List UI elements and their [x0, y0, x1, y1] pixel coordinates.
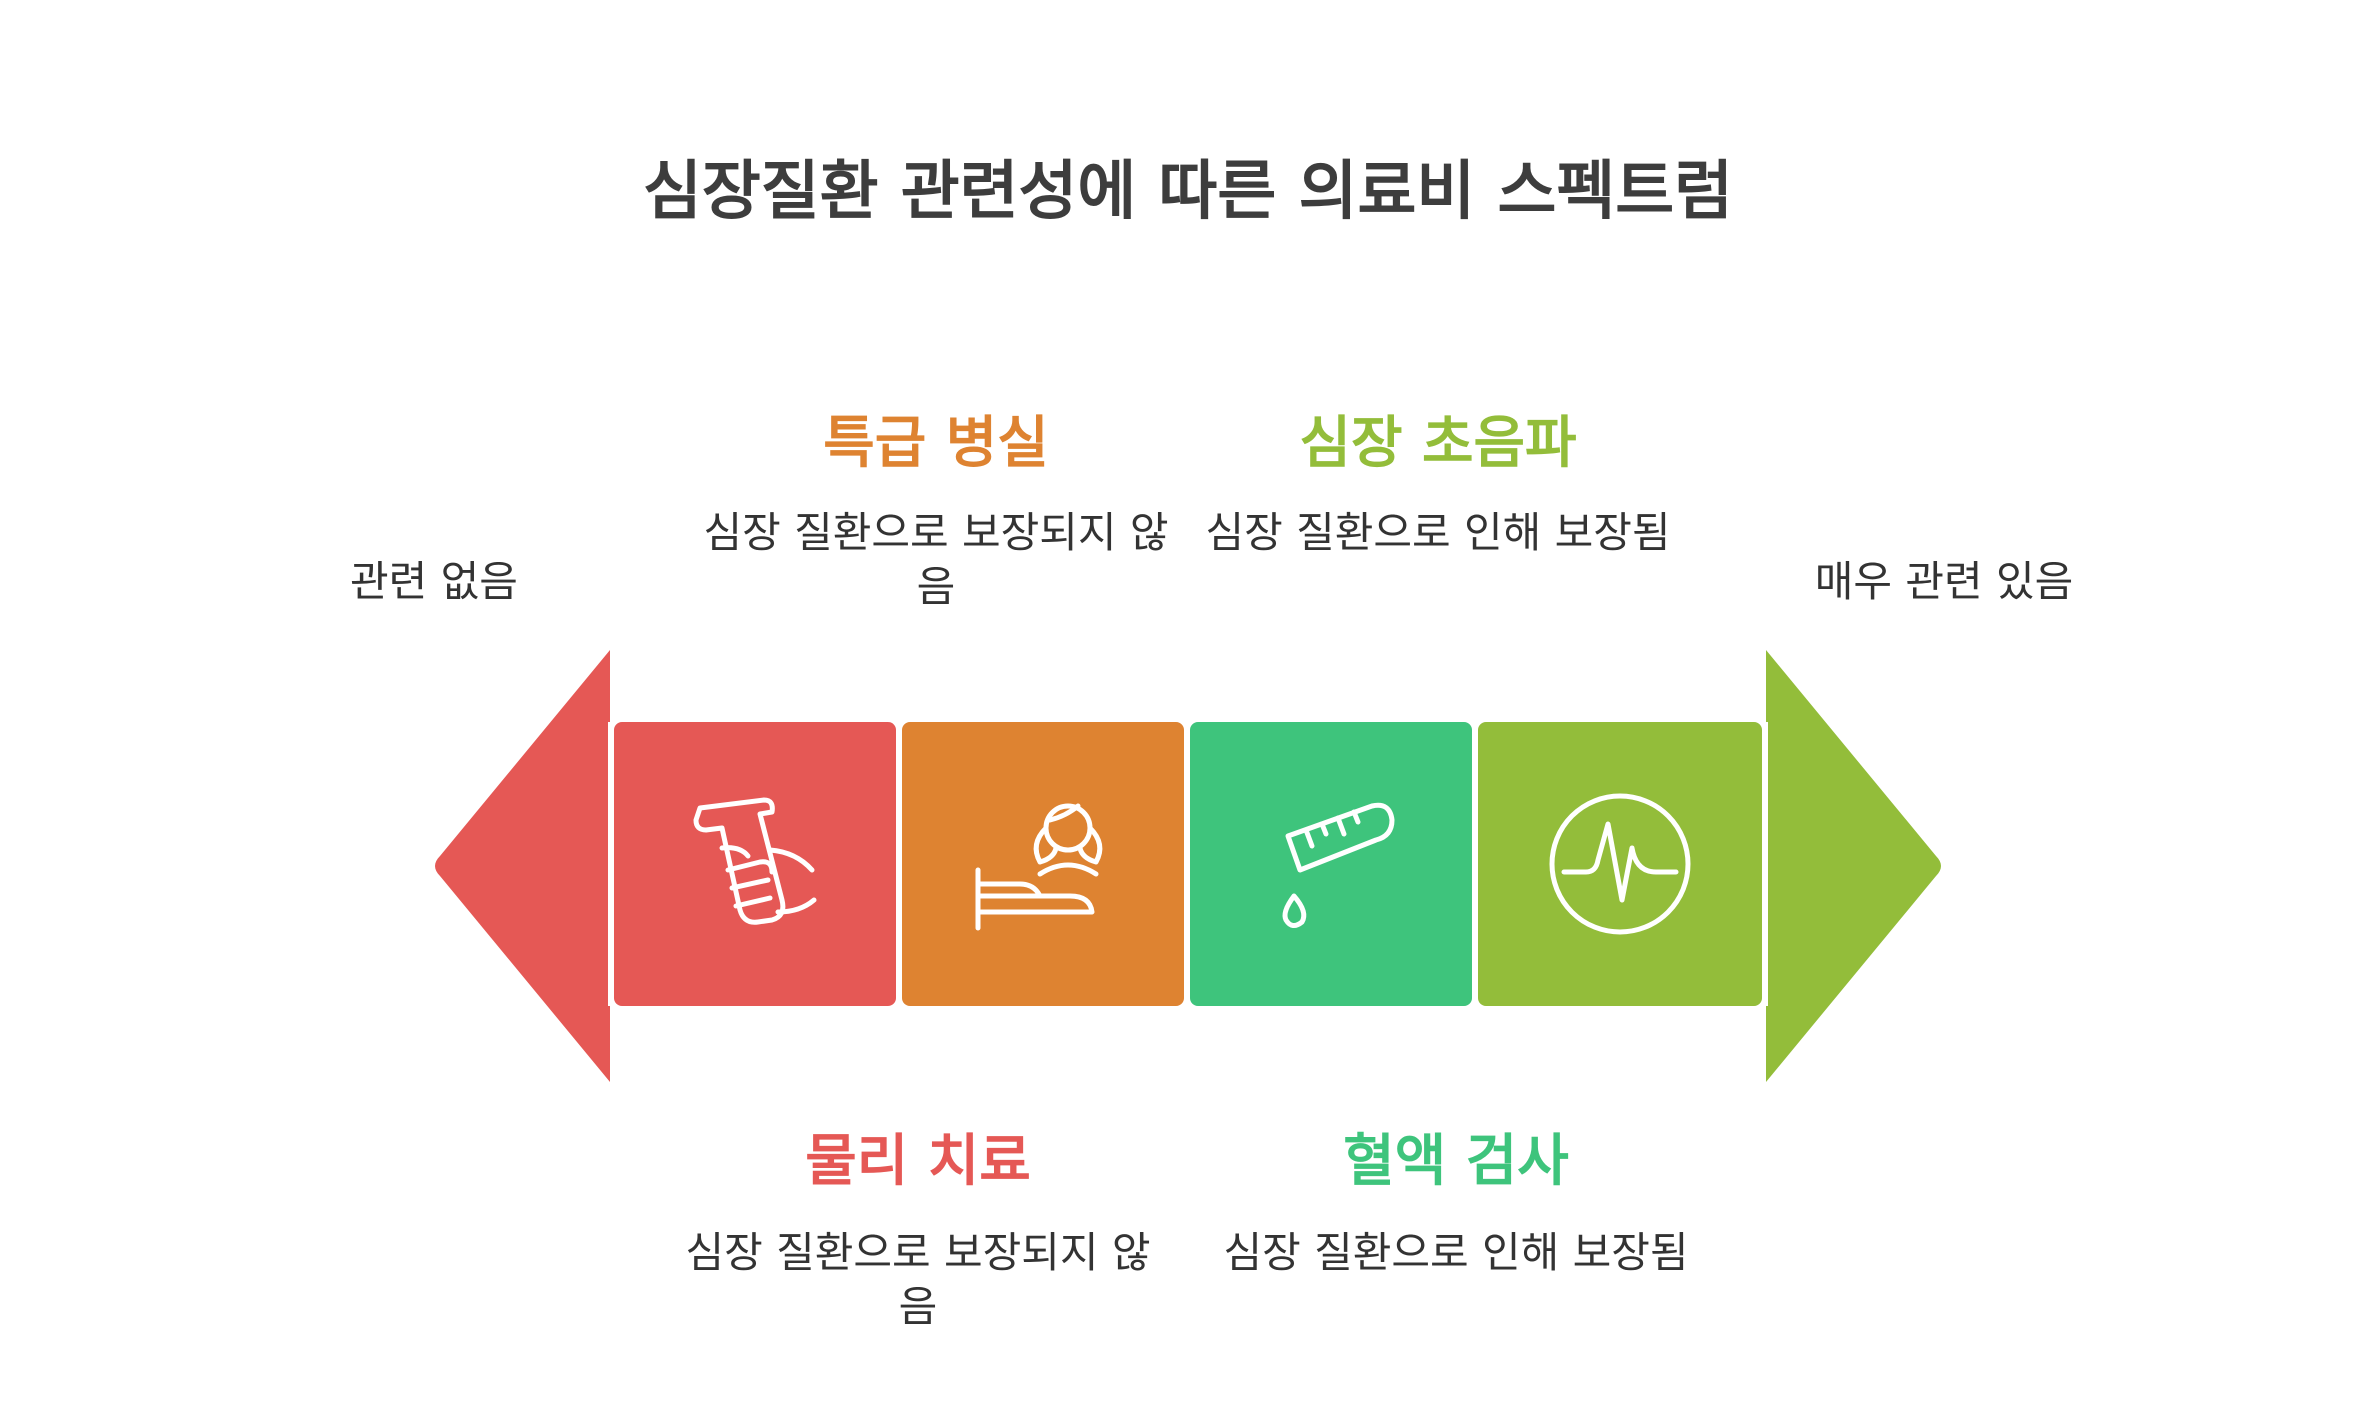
heading-blood: 혈액 검사 [1343, 1129, 1569, 1194]
desc-blood: 심장 질환으로 인해 보장됨 [1223, 1228, 1689, 1277]
desc-vip-room: 심장 질환으로 보장되지 않음 [703, 508, 1169, 611]
desc-echo: 심장 질환으로 인해 보장됨 [1205, 508, 1671, 557]
heartbeat-monitor-icon [1549, 793, 1691, 935]
test-tube-icon [1282, 802, 1395, 928]
heading-physio: 물리 치료 [805, 1129, 1031, 1194]
block-green [1478, 722, 1762, 1006]
patient-bed-icon [975, 803, 1103, 931]
left-arrow-head [435, 650, 610, 1082]
block-teal [1190, 722, 1472, 1006]
diagram-title: 심장질환 관련성에 따른 의료비 스펙트럼 [642, 155, 1734, 229]
left-end-label: 관련 없음 [350, 557, 518, 606]
block-orange [902, 722, 1184, 1006]
desc-physio: 심장 질환으로 보장되지 않음 [685, 1228, 1151, 1331]
hand-grip-icon [693, 797, 817, 925]
heading-vip-room: 특급 병실 [823, 411, 1049, 476]
heading-echo: 심장 초음파 [1299, 411, 1577, 476]
right-end-label: 매우 관련 있음 [1814, 557, 2074, 606]
right-arrow-head [1766, 650, 1941, 1082]
